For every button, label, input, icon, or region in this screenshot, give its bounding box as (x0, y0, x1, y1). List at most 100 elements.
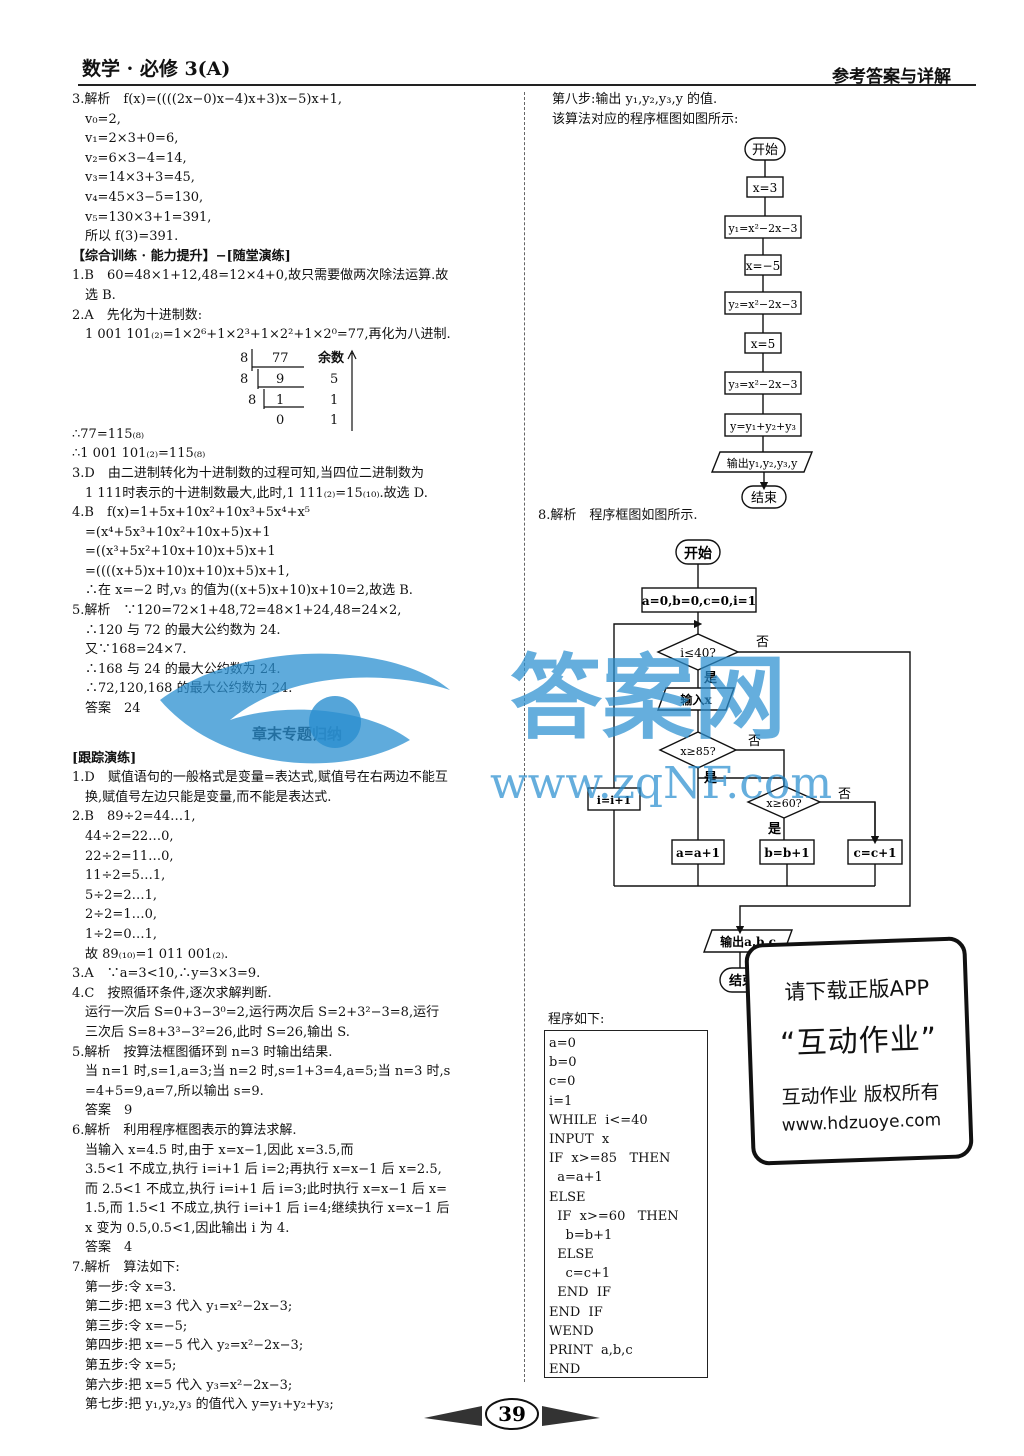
code-line: END IF (549, 1285, 611, 1301)
text-line: 1 001 101₍₂₎=1×2⁶+1×2³+1×2²+1×2⁰=77,再化为八… (72, 327, 451, 343)
answers-block-a: 3.解析 f(x)=((((2x−0)x−4)x+3)x−5)x+1, v₀=2… (72, 90, 522, 345)
left-column: 3.解析 f(x)=((((2x−0)x−4)x+3)x−5)x+1, v₀=2… (72, 90, 522, 1415)
flow2-cond2: x≥85? (680, 745, 715, 758)
code-line: c=c+1 (549, 1266, 611, 1282)
stamp-line: www.hdzuoye.com (781, 1110, 942, 1136)
code-line: c=0 (549, 1074, 576, 1090)
text-line: 第四步:把 x=−5 代入 y₂=x²−2x−3; (72, 1338, 304, 1354)
answers-block-c: [跟踪演练]1.D 赋值语句的一般格式是变量=表达式,赋值号在右两边不能互 换,… (72, 749, 522, 1415)
text-line: ∴77=115₍₈₎ (72, 426, 145, 442)
flow1-step: y=y₁+y₂+y₃ (729, 420, 796, 433)
div-base: 8 (240, 350, 249, 366)
text-line: ∴1 001 101₍₂₎=115₍₈₎ (72, 446, 206, 462)
text-line: 【综合训练 · 能力提升】−[随堂演练] (72, 248, 291, 264)
flow1-step: y₃=x²−2x−3 (727, 378, 797, 391)
code-line: a=a+1 (549, 1170, 603, 1186)
flow1-step: y₁=x²−2x−3 (727, 222, 797, 235)
remainder-header: 余数 (318, 350, 345, 366)
text-line: =(x⁴+5x³+10x²+10x+5)x+1 (72, 524, 271, 540)
section-title: 章末专题归纳 (251, 724, 342, 743)
stamp-line: 互动作业 版权所有 (781, 1081, 940, 1109)
flow2-no2: 否 (748, 734, 761, 749)
text-line: 5.解析 按算法框图循环到 n=3 时输出结果. (72, 1044, 333, 1060)
flow2-input: 输入x (680, 692, 712, 707)
text-line: 5÷2=2…1, (72, 887, 158, 903)
book-title: 数学 · 必修 3(A) (82, 58, 231, 80)
code-line: END IF (549, 1304, 603, 1320)
text-line: 当输入 x=4.5 时,由于 x=x−1,因此 x=3.5,而 (72, 1142, 354, 1158)
text-line: 1÷2=0…1, (72, 926, 158, 942)
div-quotient: 0 (276, 412, 285, 428)
flow1-end: 结束 (751, 491, 777, 506)
copyright-stamp: 请下载正版APP “互动作业” 互动作业 版权所有 www.hdzuoye.co… (744, 936, 974, 1166)
text-line: =((((x+5)x+10)x+10)x+5)x+1, (72, 563, 290, 579)
text-line: 当 n=1 时,s=1,a=3;当 n=2 时,s=1+3=4,a=5;当 n=… (72, 1064, 451, 1080)
text-line: 答案 4 (72, 1240, 133, 1256)
flow1-step: x=−5 (746, 259, 781, 273)
q8-label: 8.解析 程序框图如图所示. (538, 506, 698, 526)
text-line: ∴在 x=−2 时,v₃ 的值为((x+5)x+10)x+10=2,故选 B. (72, 583, 413, 599)
flow2-b: b=b+1 (764, 846, 809, 860)
code-label: 程序如下: (548, 1012, 605, 1027)
text-line: 第五步:令 x=5; (72, 1358, 177, 1374)
text-line: 故 89₍₁₀₎=1 011 001₍₂₎. (72, 946, 229, 962)
div-base: 8 (240, 371, 249, 387)
code-line: END (549, 1362, 581, 1378)
flow1-step: x=5 (751, 337, 775, 351)
text-line: 第八步:输出 y₁,y₂,y₃,y 的值. (552, 92, 718, 107)
flow2-yes2: 是 (703, 771, 718, 786)
text-line: 第二步:把 x=3 代入 y₁=x²−2x−3; (72, 1299, 293, 1315)
flow2-cond3: x≥60? (766, 797, 801, 810)
text-line: =4+5=9,a=7,所以输出 s=9. (72, 1083, 264, 1099)
division-lines (251, 348, 357, 431)
text-line: 第三步:令 x=−5; (72, 1318, 188, 1334)
text-line: 三次后 S=8+3³−3²=26,此时 S=26,输出 S. (72, 1024, 350, 1040)
flowchart-q7: 开始 x=3 y₁=x²−2x−3 x=−5 y₂=x²−2x−3 x=5 y₃… (710, 137, 814, 509)
answers-block-b: ∴77=115₍₈₎ ∴1 001 101₍₂₎=115₍₈₎ 3.D 由二进制转化… (72, 425, 522, 719)
text-line: 答案 9 (72, 1103, 133, 1119)
div-quotient: 1 (276, 392, 285, 408)
stamp-line: “互动作业” (779, 1021, 938, 1062)
text-line: 所以 f(3)=391. (72, 229, 179, 245)
code-line: ELSE (549, 1189, 586, 1205)
text-line: v₅=130×3+1=391, (72, 209, 212, 225)
text-line: 6.解析 利用程序框图表示的算法求解. (72, 1122, 297, 1138)
text-line: 第一步:令 x=3. (72, 1279, 177, 1295)
column-divider (524, 92, 525, 1382)
text-line: 1.5,而 1.5<1 不成立,执行 i=i+1 后 i=4;继续执行 x=x−… (72, 1201, 450, 1217)
code-line: a=0 (549, 1036, 576, 1051)
flow2-init: a=0,b=0,c=0,i=1 (642, 594, 756, 608)
text-line: 第六步:把 x=5 代入 y₃=x²−2x−3; (72, 1377, 293, 1393)
text-line: 答案 24 (72, 701, 141, 717)
text-line: 1.D 赋值语句的一般格式是变量=表达式,赋值号在右两边不能互 (72, 770, 448, 786)
text-line: ∴168 与 24 的最大公约数为 24. (72, 661, 281, 677)
text-line: 3.解析 f(x)=((((2x−0)x−4)x+3)x−5)x+1, (72, 92, 343, 107)
code-line: IF x>=60 THEN (549, 1208, 679, 1224)
text-line: v₀=2, (72, 111, 121, 127)
flow2-no1: 否 (756, 635, 769, 650)
division-table: 8 8 8 77 9 1 0 余数 5 1 1 (72, 345, 522, 431)
flowchart-q8: 开始 a=0,b=0,c=0,i=1 i≤40? 否 是 输入x x≥85? 否… (587, 539, 911, 993)
code-line: ELSE (549, 1247, 594, 1263)
text-line: 2.A 先化为十进制数: (72, 307, 203, 323)
code-line: i=1 (549, 1093, 573, 1109)
text-line: 2÷2=1…0, (72, 907, 158, 923)
div-quotient: 77 (272, 350, 289, 366)
text-line: 3.A ∵a=3<10,∴y=3×3=9. (72, 966, 261, 982)
text-line: 选 B. (72, 287, 116, 303)
text-line: 又∵168=24×7. (72, 642, 187, 658)
code-line: IF x>=85 THEN (549, 1151, 671, 1167)
text-line: 3.5<1 不成立,执行 i=i+1 后 i=2;再执行 x=x−1 后 x=2… (72, 1162, 442, 1178)
text-line: 22÷2=11…0, (72, 848, 174, 864)
text-line: v₂=6×3−4=14, (72, 150, 187, 166)
text-line: 换,赋值号左边只能是变量,而不能是表达式. (72, 789, 332, 805)
header-rule (78, 84, 976, 86)
code-line: WEND (549, 1323, 594, 1339)
page-number: 39 (498, 1402, 526, 1426)
text-line: 3.D 由二进制转化为十进制数的过程可知,当四位二进制数为 (72, 465, 424, 481)
div-remainder: 1 (330, 412, 339, 428)
div-quotient: 9 (276, 371, 285, 387)
flow2-start: 开始 (684, 545, 712, 562)
text-line: 11÷2=5…1, (72, 868, 166, 884)
text-line: 而 2.5<1 不成立,执行 i=i+1 后 i=3;此时执行 x=x−1 后 … (72, 1181, 448, 1197)
